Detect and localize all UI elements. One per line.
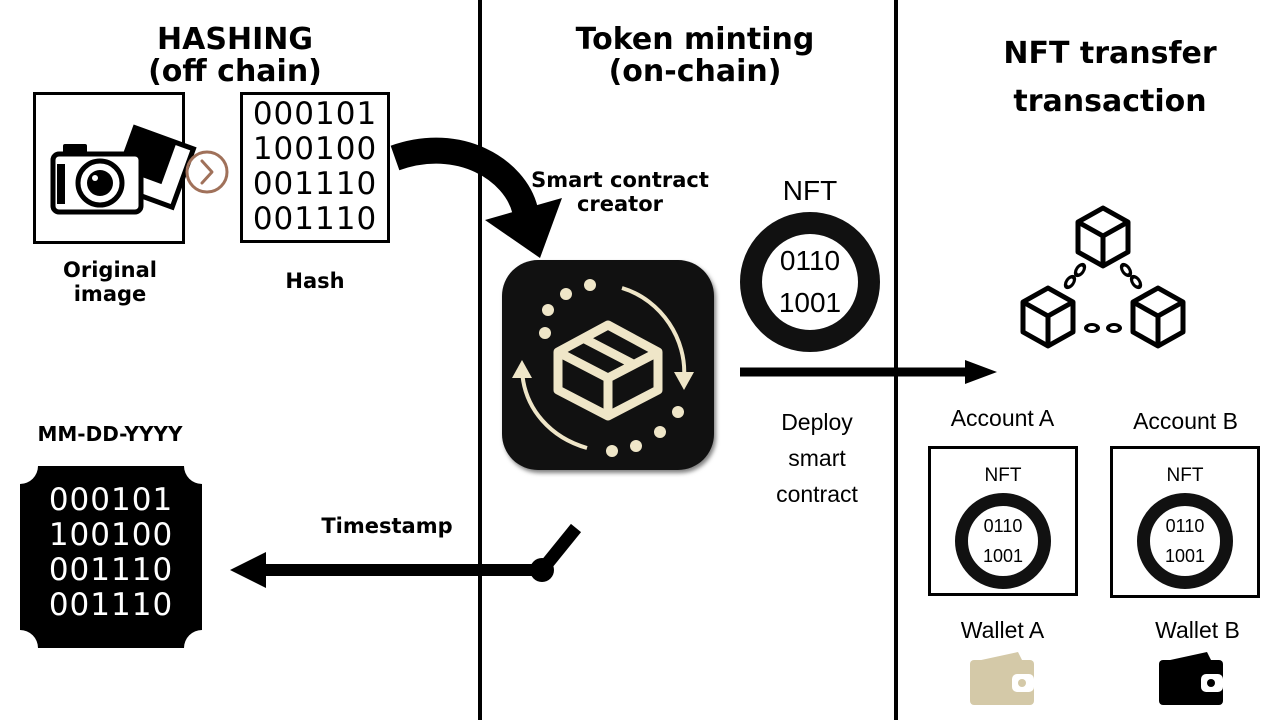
minting-subtitle: (on-chain) xyxy=(608,54,782,89)
hash-line-1: 000101 xyxy=(252,96,378,132)
hash-line-2: 100100 xyxy=(252,131,378,167)
account-b-nft-token: 0110 1001 xyxy=(1137,493,1233,589)
account-a-nft-label: NFT xyxy=(984,465,1022,486)
original-image-box xyxy=(33,92,197,244)
deploy-line-3: contract xyxy=(776,481,858,507)
account-b-bits-1: 0110 xyxy=(1165,516,1205,536)
original-label-line2: image xyxy=(73,282,147,306)
account-a-bits-1: 0110 xyxy=(983,516,1023,536)
account-a-label: Account A xyxy=(950,405,1055,431)
deploy-arrow xyxy=(740,360,997,384)
timestamp-arrow xyxy=(230,523,582,588)
account-a-nft-token: 0110 1001 xyxy=(955,493,1051,589)
account-a-box: NFT 0110 1001 xyxy=(928,446,1078,596)
minting-title: Token minting xyxy=(575,22,815,57)
deploy-label: Deploy smart contract xyxy=(752,404,882,512)
minting-nft-bits-2: 1001 xyxy=(778,287,842,318)
creator-label-line1: Smart contract xyxy=(531,168,709,192)
timestamp-format: MM-DD-YYYY xyxy=(37,422,183,446)
blockchain-network-icon xyxy=(1020,205,1186,349)
ts-hash-line-4: 001110 xyxy=(48,587,174,623)
minting-nft-bits-1: 0110 xyxy=(779,245,841,276)
hash-line-4: 001110 xyxy=(252,201,378,237)
hashing-subtitle: (off chain) xyxy=(148,54,322,89)
creator-label-line2: creator xyxy=(576,192,664,216)
section-title-transfer: NFT transfer transaction xyxy=(970,30,1250,126)
smart-contract-app-icon xyxy=(502,260,714,470)
divider-right xyxy=(894,0,898,720)
section-title-hashing: HASHING (off chain) xyxy=(100,24,370,88)
hash-label: Hash xyxy=(285,269,345,293)
account-b-bits-2: 1001 xyxy=(1164,546,1206,566)
original-image-label: Original image xyxy=(40,258,180,306)
divider-left xyxy=(478,0,482,720)
wallet-b-label: Wallet B xyxy=(1155,617,1240,643)
deploy-line-1: Deploy xyxy=(781,409,853,435)
minting-nft-token: 0110 1001 xyxy=(740,212,880,352)
ts-hash-line-3: 001110 xyxy=(48,552,174,588)
deploy-line-2: smart xyxy=(788,445,846,471)
account-b-label: Account B xyxy=(1133,408,1238,434)
chevron-right-icon xyxy=(185,150,229,194)
account-a-bits-2: 1001 xyxy=(982,546,1024,566)
original-label-line1: Original xyxy=(63,258,157,282)
transfer-title-line1: NFT transfer xyxy=(1003,36,1217,71)
creator-label: Smart contract creator xyxy=(520,168,720,216)
wallet-a-label: Wallet A xyxy=(960,617,1045,643)
hashing-title: HASHING xyxy=(157,22,313,57)
ts-hash-line-2: 100100 xyxy=(48,517,174,553)
wallet-icon xyxy=(970,652,1034,705)
minting-nft-label: NFT xyxy=(782,175,838,206)
timestamp-badge-shape xyxy=(20,466,202,648)
transfer-title-line2: transaction xyxy=(1013,84,1207,119)
ts-hash-line-1: 000101 xyxy=(48,482,174,518)
camera-icon xyxy=(50,124,197,215)
account-b-nft-label: NFT xyxy=(1166,465,1204,486)
wallet-icon xyxy=(1159,652,1223,705)
hash-box: 000101 100100 001110 001110 xyxy=(240,92,390,243)
section-title-minting: Token minting (on-chain) xyxy=(550,24,840,88)
curved-arrow xyxy=(390,137,562,258)
account-b-box: NFT 0110 1001 xyxy=(1110,446,1260,598)
timestamp-label: Timestamp xyxy=(321,514,453,538)
hash-line-3: 001110 xyxy=(252,166,378,202)
timestamp-hash-badge: 000101 100100 001110 001110 xyxy=(20,483,202,623)
